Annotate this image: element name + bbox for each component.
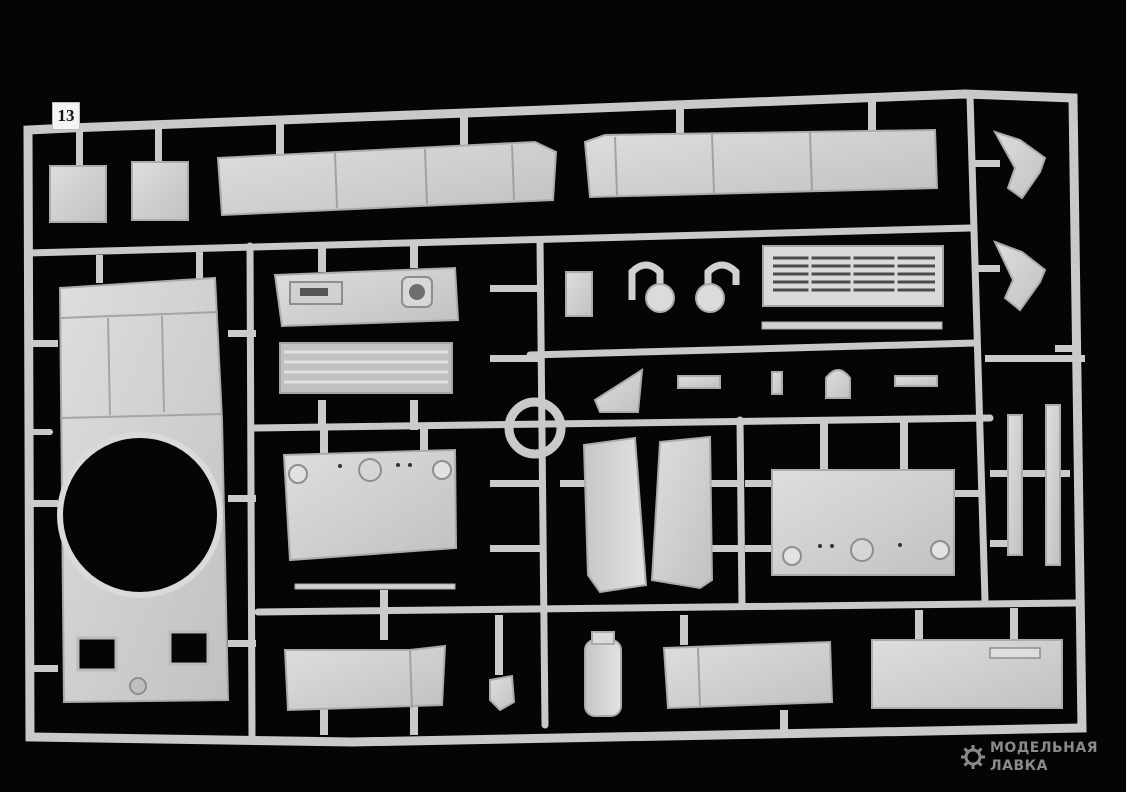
sprue-gates bbox=[30, 100, 1085, 738]
gear-logo-icon bbox=[961, 745, 985, 769]
sprue-frame bbox=[23, 89, 1087, 747]
engine-deck-plate bbox=[282, 448, 458, 562]
small-detail-parts bbox=[593, 368, 938, 413]
headlight-parts bbox=[565, 261, 740, 317]
bottom-small-bracket bbox=[489, 674, 516, 712]
bottom-stowage-box-1 bbox=[283, 644, 447, 712]
exhaust-muffler bbox=[584, 631, 622, 717]
rear-plate-with-hatch bbox=[273, 266, 460, 328]
grille-right bbox=[762, 245, 944, 307]
watermark: МОДЕЛЬНАЯ ЛАВКА bbox=[960, 740, 1110, 780]
angled-side-panels bbox=[582, 435, 714, 594]
sprue-ring bbox=[504, 397, 566, 459]
watermark-line-1: МОДЕЛЬНАЯ bbox=[990, 740, 1098, 756]
small-box-left bbox=[49, 161, 189, 223]
thin-bar-part bbox=[294, 583, 456, 590]
fender-bracket-parts bbox=[992, 130, 1047, 312]
vertical-rail-parts bbox=[1007, 404, 1061, 566]
watermark-line-2: ЛАВКА bbox=[990, 758, 1048, 774]
long-stowage-box-1 bbox=[216, 140, 558, 217]
sprue-number-tag: 13 bbox=[52, 102, 80, 130]
grille-left bbox=[279, 342, 453, 394]
thin-rod-part bbox=[761, 321, 943, 330]
bottom-stowage-box-3 bbox=[871, 639, 1063, 709]
long-stowage-box-2 bbox=[583, 128, 939, 199]
bottom-stowage-box-2 bbox=[662, 640, 834, 710]
rear-hull-plate bbox=[771, 469, 955, 576]
hull-deck-plate bbox=[57, 276, 230, 704]
